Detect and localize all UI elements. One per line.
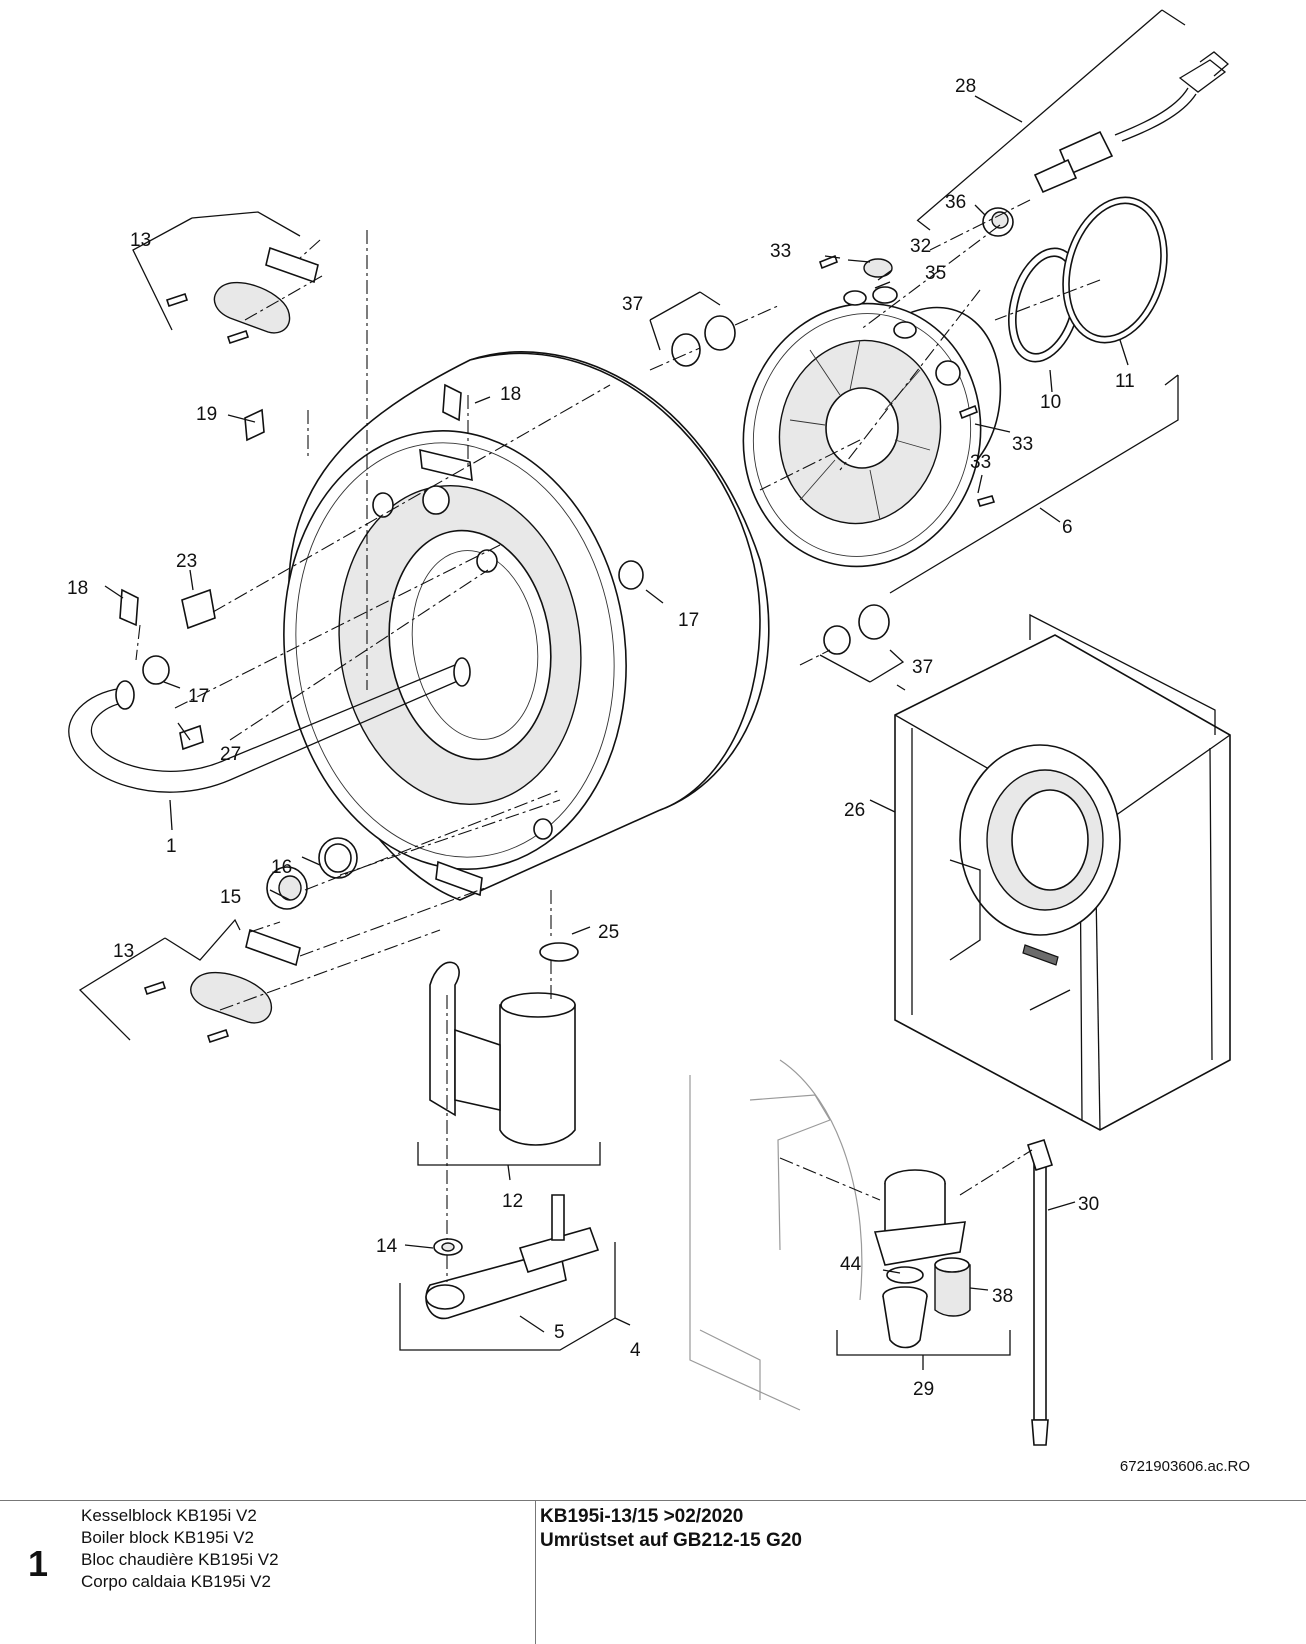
part-11-gasket [1062, 196, 1168, 344]
label-30: 30 [1078, 1194, 1099, 1215]
label-29: 29 [913, 1379, 934, 1400]
label-5: 5 [554, 1322, 565, 1343]
section-number: 1 [28, 1543, 49, 1584]
label-14: 14 [376, 1236, 398, 1257]
label-18: 18 [67, 578, 88, 599]
label-4: 4 [630, 1340, 641, 1361]
label-33: 33 [770, 241, 791, 262]
part-1-flow-pipe [68, 657, 471, 793]
model-title: KB195i-13/15 >02/2020 Umrüstset auf GB21… [540, 1505, 802, 1553]
label-23: 23 [176, 551, 197, 572]
small-parts-left [119, 383, 644, 962]
leader-lines [78, 9, 1186, 1370]
label-16: 16 [271, 857, 292, 878]
label-12: 12 [502, 1191, 523, 1212]
label-37: 37 [912, 657, 933, 678]
label-32: 32 [910, 236, 931, 257]
label-27: 27 [220, 744, 241, 765]
part-37-upper-bushings [671, 315, 736, 367]
label-38: 38 [992, 1286, 1013, 1307]
label-17: 17 [678, 610, 699, 631]
label-10: 10 [1040, 392, 1061, 413]
label-44: 44 [840, 1254, 862, 1275]
label-26: 26 [844, 800, 865, 821]
label-33: 33 [970, 452, 991, 473]
part-28-sensor-cable [1033, 51, 1229, 194]
label-25: 25 [598, 922, 619, 943]
label-35: 35 [925, 263, 946, 284]
inset-context [689, 1059, 863, 1411]
label-13: 13 [130, 230, 151, 251]
part-38-filter [934, 1257, 971, 1317]
block-name-en: Boiler block KB195i V2 [81, 1528, 254, 1547]
block-names: Kesselblock KB195i V2 Boiler block KB195… [81, 1505, 279, 1593]
label-33: 33 [1012, 434, 1033, 455]
part-30-hose [1026, 1138, 1054, 1446]
part-12-siphon [429, 961, 576, 1146]
part-36-plug [982, 207, 1014, 237]
block-name-it: Corpo caldaia KB195i V2 [81, 1572, 271, 1591]
kit-line: Umrüstset auf GB212-15 G20 [540, 1530, 802, 1551]
label-13: 13 [113, 941, 134, 962]
part-13-lower-cover [143, 928, 301, 1044]
part-4-5-14-drain-fittings [425, 1194, 600, 1320]
part-6-burner-door [742, 302, 1002, 568]
part-29-condensate-pump [873, 1169, 966, 1349]
exploded-parts-diagram: 28 36 33 32 35 37 13 18 19 10 11 33 33 6… [67, 9, 1231, 1446]
label-28: 28 [955, 76, 976, 97]
boiler-block-body [283, 351, 770, 901]
small-parts-32-33-35 [819, 254, 996, 507]
label-15: 15 [220, 887, 241, 908]
part-13-upper-cover [165, 246, 319, 345]
part-37-lower-bushings [823, 604, 890, 655]
callout-labels: 28 36 33 32 35 37 13 18 19 10 11 33 33 6… [67, 76, 1135, 1400]
label-36: 36 [945, 192, 966, 213]
footer-divider [535, 1501, 536, 1644]
part-26-casing-frame [894, 613, 1231, 1131]
block-name-de: Kesselblock KB195i V2 [81, 1506, 257, 1525]
block-name-fr: Bloc chaudière KB195i V2 [81, 1550, 279, 1569]
model-line: KB195i-13/15 >02/2020 [540, 1506, 744, 1527]
label-6: 6 [1062, 517, 1073, 538]
document-number: 6721903606.ac.RO [1119, 1458, 1250, 1475]
label-37: 37 [622, 294, 643, 315]
label-17: 17 [188, 686, 209, 707]
label-19: 19 [196, 404, 217, 425]
label-18: 18 [500, 384, 521, 405]
label-11: 11 [1115, 371, 1135, 392]
footer-info: 1 Kesselblock KB195i V2 Boiler block KB1… [0, 1500, 1306, 1644]
label-1: 1 [166, 836, 177, 857]
